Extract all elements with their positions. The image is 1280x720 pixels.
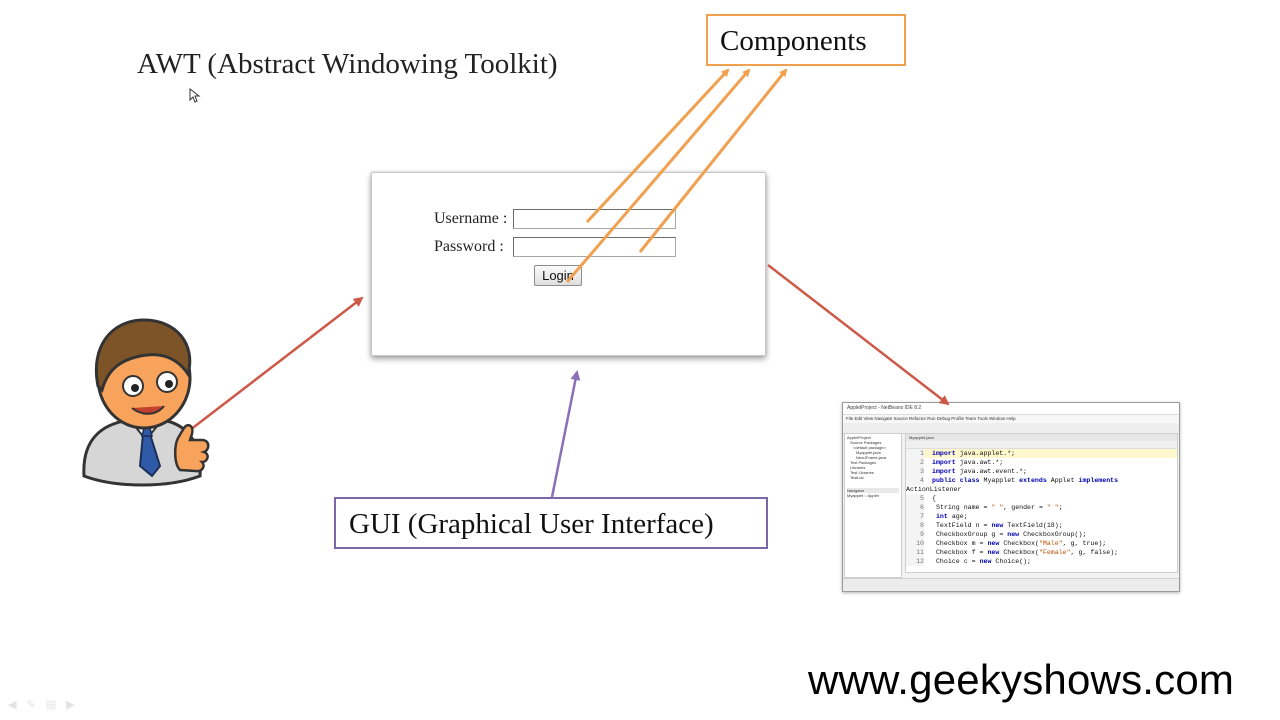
code-text: import java.applet.*; <box>932 450 1016 457</box>
line-number: 11 <box>906 548 924 557</box>
ide-screenshot: AppletProject - NetBeans IDE 8.2 File Ed… <box>842 402 1180 592</box>
password-label: Password : <box>434 238 504 255</box>
line-number: 1 <box>906 449 924 458</box>
code-line: 7 int age; <box>906 512 1177 521</box>
code-line: 5{ <box>906 494 1177 503</box>
code-text: String name = " ", gender = " "; <box>935 504 1063 511</box>
code-line: 6 String name = " ", gender = " "; <box>906 503 1177 512</box>
code-line: 12 Choice c = new Choice(); <box>906 557 1177 566</box>
project-item: Myapplet.java <box>856 450 881 455</box>
username-field[interactable] <box>513 209 676 229</box>
project-item: Navigator <box>847 488 899 493</box>
arrow-guilabel-to-panel <box>550 370 581 498</box>
gui-box: GUI (Graphical User Interface) <box>334 497 768 549</box>
ide-project-tree: AppletProject Source Packages <default p… <box>844 433 902 578</box>
arrow-login-to-components <box>565 68 751 283</box>
line-number: 2 <box>906 458 924 467</box>
project-item: Test Packages <box>850 460 877 465</box>
components-box: Components <box>706 14 906 66</box>
code-text: int age; <box>935 513 968 520</box>
prev-icon[interactable]: ◀ <box>8 698 17 711</box>
website-url: www.geekyshows.com <box>808 656 1235 703</box>
code-text: import java.awt.*; <box>932 459 1004 466</box>
arrow-username-to-components <box>585 68 730 224</box>
code-line: 1 import java.applet.*; <box>906 449 1177 458</box>
line-number: 12 <box>906 557 924 566</box>
password-field[interactable] <box>513 237 676 257</box>
cursor-icon <box>189 88 201 103</box>
line-number: 10 <box>906 539 924 548</box>
code-line: 3 import java.awt.event.*; <box>906 467 1177 476</box>
login-form-panel: Username : Password : Login <box>371 172 766 356</box>
pen-icon[interactable]: ✎ <box>26 698 36 711</box>
line-number: 8 <box>906 521 924 530</box>
code-line: 11 Checkbox f = new Checkbox("Female", g… <box>906 548 1177 557</box>
code-text: Checkbox f = new Checkbox("Female", g, f… <box>935 549 1119 556</box>
line-number: 7 <box>906 512 924 521</box>
slide-nav-controls[interactable]: ◀ ✎ ▤ ▶ <box>8 698 85 711</box>
code-text: public class Myapplet extends Applet imp… <box>906 477 1119 493</box>
next-icon[interactable]: ▶ <box>66 698 75 711</box>
editor-toolbar <box>906 441 1177 449</box>
code-text: Choice c = new Choice(); <box>935 558 1032 565</box>
code-line: 2 import java.awt.*; <box>906 458 1177 467</box>
project-item: Myapplet :: Applet <box>847 493 879 498</box>
ide-editor: Myapplet.java 1 import java.applet.*; 2 imp… <box>905 433 1178 573</box>
project-item: TestList <box>850 475 864 480</box>
code-line: 8 TextField n = new TextField(18); <box>906 521 1177 530</box>
line-number: 5 <box>906 494 924 503</box>
project-item: Source Packages <box>850 440 882 445</box>
code-text: import java.awt.event.*; <box>932 468 1027 475</box>
ide-menu-bar: File Edit View Navigate Source Refactor … <box>843 415 1179 423</box>
components-label: Components <box>720 25 867 57</box>
line-number: 9 <box>906 530 924 539</box>
project-item: NewJFrame.java <box>856 455 887 460</box>
menu-icon[interactable]: ▤ <box>45 698 57 711</box>
username-label: Username : <box>434 210 508 227</box>
code-line: 10 Checkbox m = new Checkbox("Male", g, … <box>906 539 1177 548</box>
project-item: AppletProject <box>847 435 871 440</box>
arrow-password-to-components <box>638 68 788 253</box>
arrow-user-to-gui <box>189 296 364 431</box>
line-number: 6 <box>906 503 924 512</box>
ide-title-bar: AppletProject - NetBeans IDE 8.2 <box>843 403 1179 415</box>
gui-label: GUI (Graphical User Interface) <box>349 508 714 540</box>
code-text: Checkbox m = new Checkbox("Male", g, tru… <box>935 540 1107 547</box>
project-item: Test Libraries <box>850 470 874 475</box>
ide-status-bar <box>843 578 1179 591</box>
project-item: Libraries <box>850 465 866 470</box>
code-text: CheckboxGroup g = new CheckboxGroup(); <box>935 531 1087 538</box>
code-text: TextField n = new TextField(18); <box>935 522 1063 529</box>
code-text: { <box>932 495 936 502</box>
project-item: <default package> <box>853 445 886 450</box>
code-line: 9 CheckboxGroup g = new CheckboxGroup(); <box>906 530 1177 539</box>
person-thumbs-up-icon <box>82 318 210 487</box>
line-number: 3 <box>906 467 924 476</box>
editor-tab: Myapplet.java <box>906 434 1177 441</box>
slide-title: AWT (Abstract Windowing Toolkit) <box>137 48 558 80</box>
arrow-gui-to-code <box>767 264 950 406</box>
line-number: 4 <box>906 476 924 485</box>
code-area: 1 import java.applet.*; 2 import java.awt.*… <box>906 449 1177 566</box>
